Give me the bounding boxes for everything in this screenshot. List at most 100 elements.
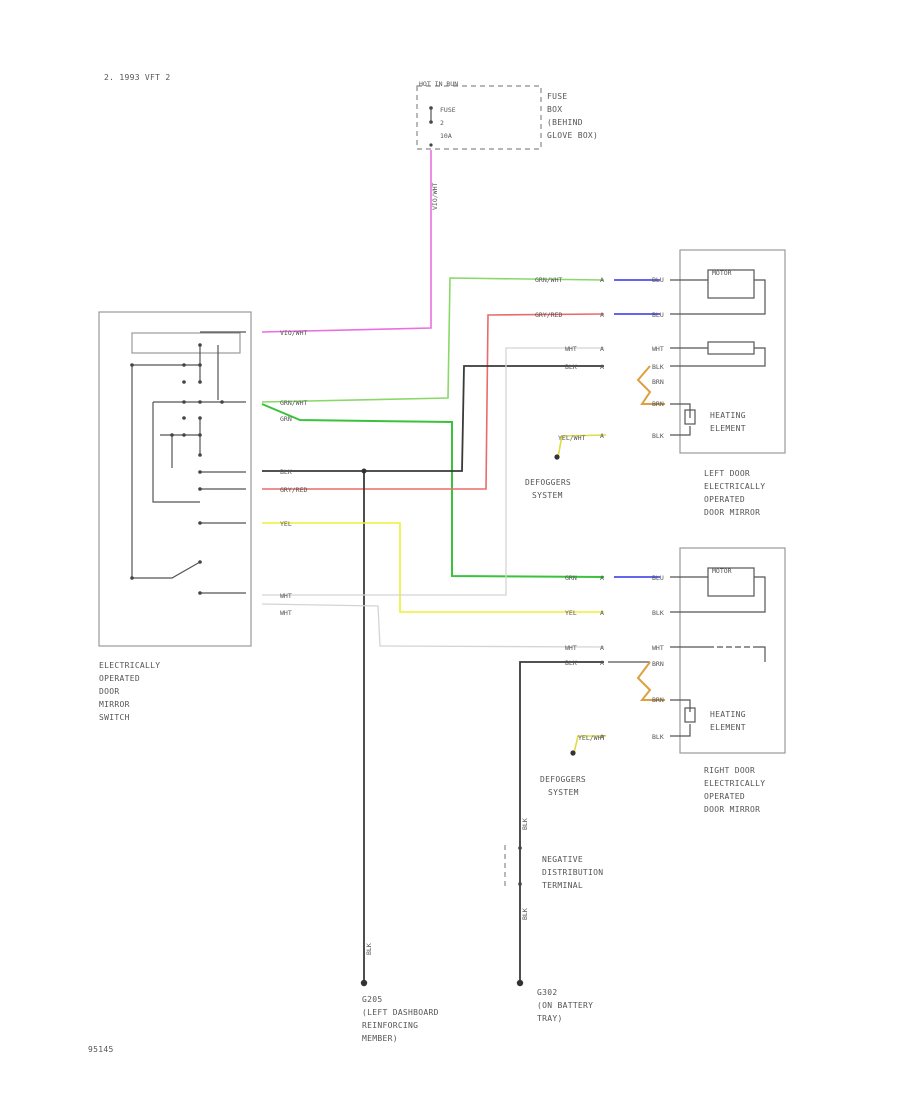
- right-mirror-label-2: ELECTRICALLY: [704, 779, 765, 788]
- wire-label-blu-left-1: BLU: [652, 276, 664, 284]
- wire-label-wht-right-heater: WHT: [652, 644, 664, 652]
- terminal-contact: [518, 882, 522, 886]
- wire-label-blk-negative-lower: BLK: [521, 908, 529, 920]
- negative-terminal-label-2: DISTRIBUTION: [542, 868, 603, 877]
- connector-mark: A: [600, 345, 604, 353]
- switch-contact: [198, 363, 202, 367]
- wire-label-wht-left-mirror: WHT: [565, 345, 577, 353]
- wire-label-brn-right-2: BRN: [652, 696, 664, 704]
- right-heating-label-2: ELEMENT: [710, 723, 746, 732]
- ground-g205: G205 (LEFT DASHBOARD REINFORCING MEMBER): [360, 979, 439, 1043]
- wire-label-gry-red: GRY/RED: [280, 486, 307, 494]
- negative-terminal-label-3: TERMINAL: [542, 881, 583, 890]
- connector-mark: A: [600, 609, 604, 617]
- ground-g205-label-4: MEMBER): [362, 1034, 398, 1043]
- wire-label-blk-negative-upper: BLK: [521, 818, 529, 830]
- wire-label-blk-right-motor: BLK: [652, 609, 664, 617]
- wire-label-blk-left-heater: BLK: [652, 432, 664, 440]
- wire-label-blk-left-mirror: BLK: [565, 363, 577, 371]
- connector-mark: A: [600, 432, 604, 440]
- left-heating-label-2: ELEMENT: [710, 424, 746, 433]
- negative-distribution-terminal: NEGATIVE DISTRIBUTION TERMINAL: [504, 845, 603, 890]
- wire-label-brn-left-1: BRN: [652, 378, 664, 386]
- fuse-box-location-3: (BEHIND: [547, 118, 583, 127]
- wire-vio-wht: [261, 150, 432, 333]
- fuse-hot-in-run: HOT IN RUN: [419, 80, 458, 88]
- left-motor-label: MOTOR: [712, 269, 732, 277]
- wire-label-brn-right-1: BRN: [652, 660, 664, 668]
- connector-mark: A: [600, 574, 604, 582]
- right-motor-label: MOTOR: [712, 567, 732, 575]
- right-heating-label-1: HEATING: [710, 710, 746, 719]
- fuse-number: 2: [440, 119, 444, 127]
- left-mirror-label-1: LEFT DOOR: [704, 469, 750, 478]
- connector-mark: A: [600, 363, 604, 371]
- switch-label-2: OPERATED: [99, 674, 140, 683]
- fuse-label: FUSE: [440, 106, 456, 114]
- page-number: 95145: [88, 1045, 114, 1054]
- negative-terminal-label-1: NEGATIVE: [542, 855, 583, 864]
- mirror-switch: ELECTRICALLY OPERATED DOOR MIRROR SWITCH: [98, 311, 252, 722]
- wire-gry-red: [262, 313, 605, 490]
- wire-label-yel-right-mirror: YEL: [565, 609, 577, 617]
- wire-yel-wht-left: [557, 434, 607, 458]
- switch-contact: [182, 400, 186, 404]
- ground-g205-terminal: [360, 979, 368, 987]
- ground-g302: G302 (ON BATTERY TRAY): [516, 979, 593, 1023]
- ground-g205-label-2: (LEFT DASHBOARD: [362, 1008, 439, 1017]
- switch-contact: [198, 591, 202, 595]
- connector-mark: A: [600, 644, 604, 652]
- wire-yel-wht-right: [573, 735, 606, 754]
- switch-contact: [170, 433, 174, 437]
- fuse-amps: 10A: [440, 132, 452, 140]
- left-mirror-label-2: ELECTRICALLY: [704, 482, 765, 491]
- wire-brn-right: [636, 661, 665, 701]
- connector-mark: A: [600, 276, 604, 284]
- switch-contact: [198, 487, 202, 491]
- wire-grn: [261, 403, 605, 578]
- wire-blk: [262, 365, 604, 472]
- defogger-right-label-2: SYSTEM: [548, 788, 579, 797]
- left-door-mirror: MOTOR BLU BLU BLK WHT BRN BRN BLK HEATIN…: [614, 249, 786, 517]
- wire-wht-left: [262, 347, 604, 596]
- wire-label-grn: GRN: [280, 415, 292, 423]
- switch-contact: [130, 576, 134, 580]
- wire-label-blk-left-motor: BLK: [652, 363, 664, 371]
- wire-label-blk: BLK: [280, 468, 292, 476]
- switch-label-1: ELECTRICALLY: [99, 661, 160, 670]
- connector-mark: A: [600, 311, 604, 319]
- defogger-left-label-1: DEFOGGERS: [525, 478, 571, 487]
- wire-label-brn-left-2: BRN: [652, 400, 664, 408]
- wire-label-yel-wht-right: YEL/WHT: [578, 734, 605, 742]
- wire-label-yel-wht-left: YEL/WHT: [558, 434, 585, 442]
- wire-brn-left: [636, 365, 665, 405]
- defogger-right-terminal: [570, 750, 576, 756]
- ground-g205-label-1: G205: [362, 995, 382, 1004]
- splice-dot: [361, 468, 367, 474]
- switch-contact: [198, 380, 202, 384]
- left-heating-label-1: HEATING: [710, 411, 746, 420]
- fuse-box-location-2: BOX: [547, 105, 562, 114]
- switch-contact: [198, 400, 202, 404]
- defogger-left-label-2: SYSTEM: [532, 491, 563, 500]
- ground-g302-terminal: [516, 979, 524, 987]
- right-mirror-label-1: RIGHT DOOR: [704, 766, 755, 775]
- ground-g205-label-3: REINFORCING: [362, 1021, 418, 1030]
- wire-grn-wht: [261, 277, 605, 403]
- switch-contact: [198, 560, 202, 564]
- switch-label-5: SWITCH: [99, 713, 130, 722]
- switch-label-3: DOOR: [99, 687, 119, 696]
- fuse-terminal: [429, 143, 433, 147]
- connector-mark: A: [600, 733, 604, 741]
- wire-label-yel: YEL: [280, 520, 292, 528]
- fuse-box-location-1: FUSE: [547, 92, 567, 101]
- switch-contact: [220, 400, 224, 404]
- switch-contact: [198, 521, 202, 525]
- ground-g302-label-2: (ON BATTERY: [537, 1001, 593, 1010]
- wire-yel: [262, 522, 604, 613]
- defogger-right-label-1: DEFOGGERS: [540, 775, 586, 784]
- left-mirror-label-4: DOOR MIRROR: [704, 508, 760, 517]
- left-mirror-label-3: OPERATED: [704, 495, 745, 504]
- switch-contact: [198, 416, 202, 420]
- wire-label-grn-wht: GRN/WHT: [280, 399, 307, 407]
